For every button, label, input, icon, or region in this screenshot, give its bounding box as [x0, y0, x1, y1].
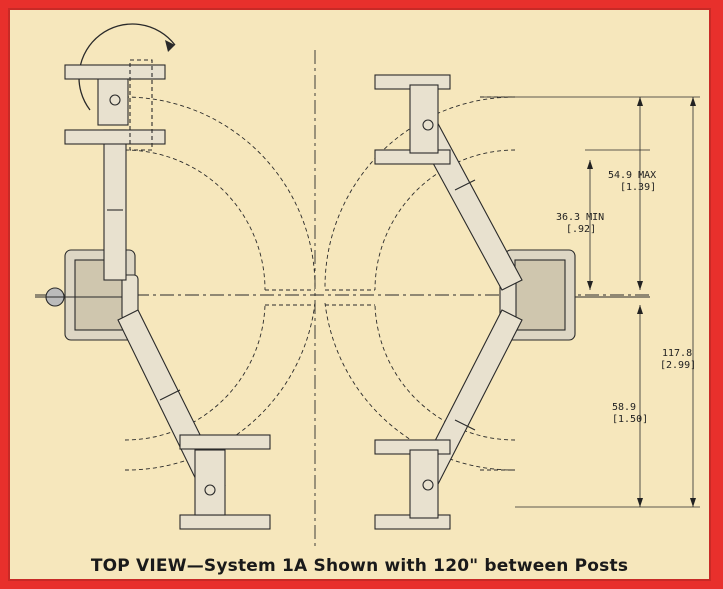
dim-max-metric: [1.39] [620, 182, 656, 193]
dim-lower-metric: [1.50] [612, 414, 648, 425]
dim-max-value: 54.9 MAX [608, 170, 656, 181]
dim-overall-value: 117.8 [662, 348, 692, 359]
drawing-frame: 54.9 MAX [1.39] 36.3 MIN [.92] 58.9 [1.5… [8, 8, 711, 581]
left-swing-arcs [124, 96, 316, 471]
right-post [499, 249, 650, 341]
dimension-lines [480, 96, 700, 508]
top-view-drawing: 54.9 MAX [1.39] 36.3 MIN [.92] 58.9 [1.5… [35, 23, 700, 550]
dim-overall-metric: [2.99] [660, 360, 696, 371]
left-lower-arm [117, 309, 271, 530]
dim-min-value: 36.3 MIN [556, 212, 604, 223]
dim-lower-value: 58.9 [612, 402, 636, 413]
right-lower-arm [374, 309, 523, 530]
left-upper-arm [64, 59, 166, 281]
dim-min-metric: [.92] [566, 224, 596, 235]
rotation-arrow [78, 23, 176, 111]
figure-caption: TOP VIEW—System 1A Shown with 120" betwe… [90, 556, 629, 576]
right-upper-arm [374, 74, 523, 291]
